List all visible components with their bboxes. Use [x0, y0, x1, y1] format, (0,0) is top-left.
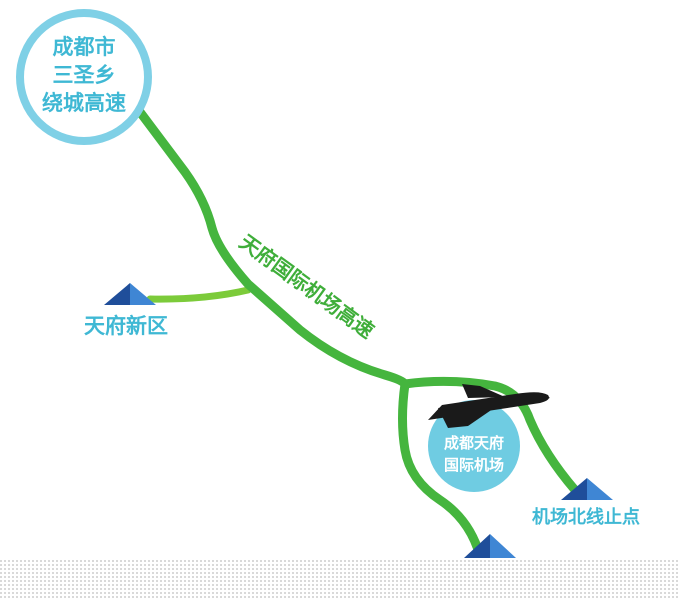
mountain-marker-icon — [104, 283, 156, 305]
start-circle-line1: 成都市 — [53, 35, 116, 59]
dotted-bottom-edge — [0, 558, 679, 600]
airplane-icon — [428, 384, 550, 428]
main-highway-road — [135, 107, 410, 389]
start-circle-line2: 三圣乡 — [53, 63, 116, 87]
start-circle — [16, 9, 152, 145]
airport-label-line1: 成都天府 — [444, 434, 504, 452]
branch-road-tianfu-new-area — [146, 286, 252, 303]
place-label-tianfu-new-area: 天府新区 — [84, 314, 168, 338]
mountain-marker-icon — [464, 534, 516, 558]
airport-south-road — [398, 379, 485, 561]
airport-label-line2: 国际机场 — [444, 456, 504, 474]
place-label-airport-north-line-end: 机场北线止点 — [532, 506, 640, 528]
mountain-marker-icon — [561, 478, 613, 500]
start-circle-line3: 绕城高速 — [42, 91, 126, 115]
